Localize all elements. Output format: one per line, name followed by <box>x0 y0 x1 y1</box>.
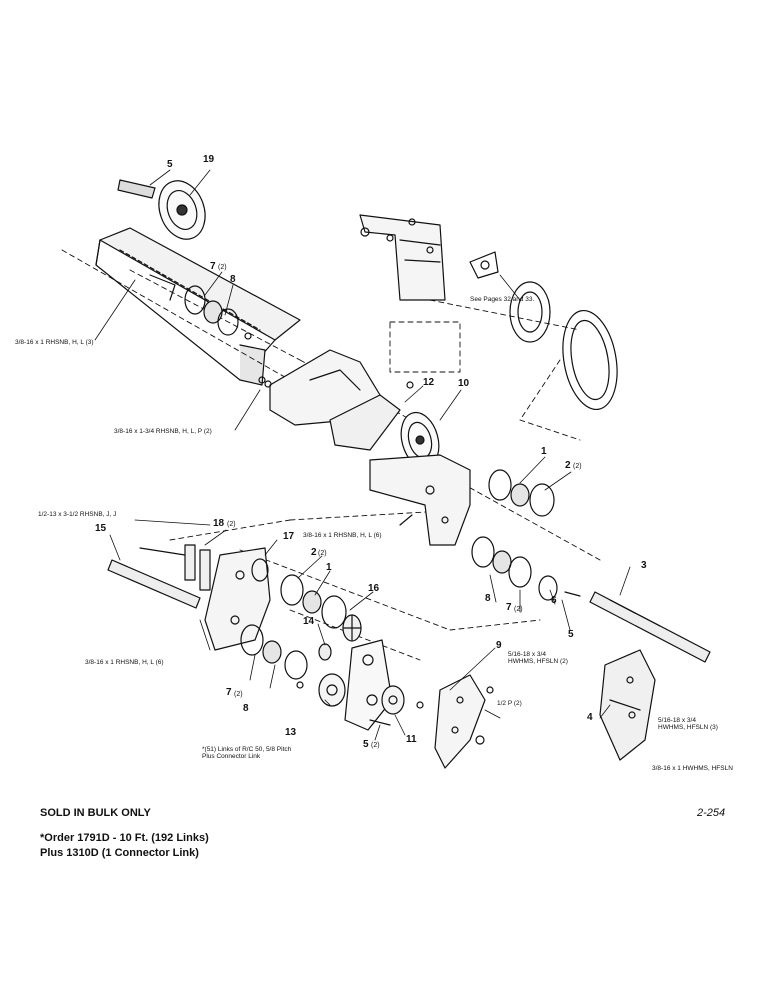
bracket-4 <box>599 649 656 761</box>
right-bracket <box>369 454 471 546</box>
callout-14: 14 <box>303 616 315 627</box>
callout-8-lower: 8 <box>243 703 249 714</box>
callout-18: 18 <box>213 518 225 529</box>
pulley-10 <box>400 411 440 469</box>
callout-5-lower: 5 <box>363 739 369 750</box>
spec-rhsnb-hl-6a: 3/8-16 x 1 RHSNB, H, L (6) <box>303 532 382 539</box>
callout-19: 19 <box>203 154 215 165</box>
callout-2-left-qty: (2) <box>318 550 327 557</box>
pulley-19 <box>117 179 206 240</box>
strap-18 <box>184 544 211 591</box>
upper-bearing-group <box>184 285 252 340</box>
leader-lines <box>94 169 631 741</box>
middle-bracket <box>258 349 414 451</box>
callout-4: 4 <box>587 712 593 723</box>
spec-rhsnb-hl-6b: 3/8-16 x 1 RHSNB, H, L (6) <box>85 659 164 666</box>
callout-7-upper-qty: (2) <box>218 264 227 271</box>
upper-idler-assembly <box>359 214 618 411</box>
callout-7-right: 7 <box>506 602 512 613</box>
order-note-line1: *Order 1791D - 10 Ft. (192 Links) <box>40 832 209 844</box>
lower-left-bearings <box>240 624 308 689</box>
spec-rhsnb-jj: 1/2-13 x 3-1/2 RHSNB, J, J <box>38 511 117 518</box>
page-number: 2-254 <box>697 807 726 819</box>
right-bearing-groups <box>471 469 581 601</box>
callout-7-lower-qty: (2) <box>234 691 243 698</box>
callout-17: 17 <box>283 531 295 542</box>
callout-2-right-qty: (2) <box>573 463 582 470</box>
spec-hwhms-1: 3/8-16 x 1 HWHMS, HFSLN <box>652 765 733 772</box>
callout-8-upper: 8 <box>230 274 236 285</box>
spec-links: *(51) Links of R/C 50, 5/8 Pitch Plus Co… <box>202 746 292 761</box>
callout-11: 11 <box>406 734 417 745</box>
spec-hwhms-3: 5/16-18 x 3/4 HWHMS, HFSLN (3) <box>658 717 718 732</box>
spacer-14 <box>318 643 332 661</box>
shaft-15 <box>107 547 201 609</box>
callout-6: 6 <box>551 595 557 606</box>
left-bearing-row <box>280 574 362 642</box>
callout-10: 10 <box>458 378 470 389</box>
spec-hwhms-2: 5/16-18 x 3/4 HWHMS, HFSLN (2) <box>508 651 568 666</box>
callout-9: 9 <box>496 640 502 651</box>
callout-5-lower-qty: (2) <box>371 742 380 749</box>
callout-7-upper: 7 <box>210 261 216 272</box>
bracket-9 <box>434 674 494 769</box>
sold-in-bulk-note: SOLD IN BULK ONLY <box>40 807 151 819</box>
callout-2-left: 2 <box>311 547 317 558</box>
spec-rhsnb-hl-3: 3/8-16 x 1 RHSNB, H, L (3) <box>15 339 94 346</box>
callout-15: 15 <box>95 523 107 534</box>
callout-8-right: 8 <box>485 593 491 604</box>
callout-5-top: 5 <box>167 159 173 170</box>
order-note-line2: Plus 1310D (1 Connector Link) <box>40 847 199 859</box>
callout-1-left: 1 <box>326 562 332 573</box>
callout-7-right-qty: (2) <box>514 606 523 613</box>
callout-13: 13 <box>285 727 297 738</box>
callout-2-right: 2 <box>565 460 571 471</box>
chain-and-sprockets <box>318 639 424 731</box>
callout-7-lower: 7 <box>226 687 232 698</box>
callout-12: 12 <box>423 377 435 388</box>
spec-half-p: 1/2 P (2) <box>497 700 522 707</box>
spec-rhsnb-hlp-2: 3/8-16 x 1-3/4 RHSNB, H, L, P (2) <box>114 428 212 435</box>
phantom-lines <box>61 249 601 661</box>
callout-1-right: 1 <box>541 446 547 457</box>
upper-frame-tube <box>95 227 301 386</box>
left-plate-17 <box>204 547 271 651</box>
callout-16: 16 <box>368 583 380 594</box>
callout-18-qty: (2) <box>227 521 236 528</box>
spec-see-pages: See Pages 32 and 33. <box>470 296 535 303</box>
callout-3: 3 <box>641 560 647 571</box>
shaft-3 <box>589 591 711 663</box>
callout-5-right: 5 <box>568 629 574 640</box>
